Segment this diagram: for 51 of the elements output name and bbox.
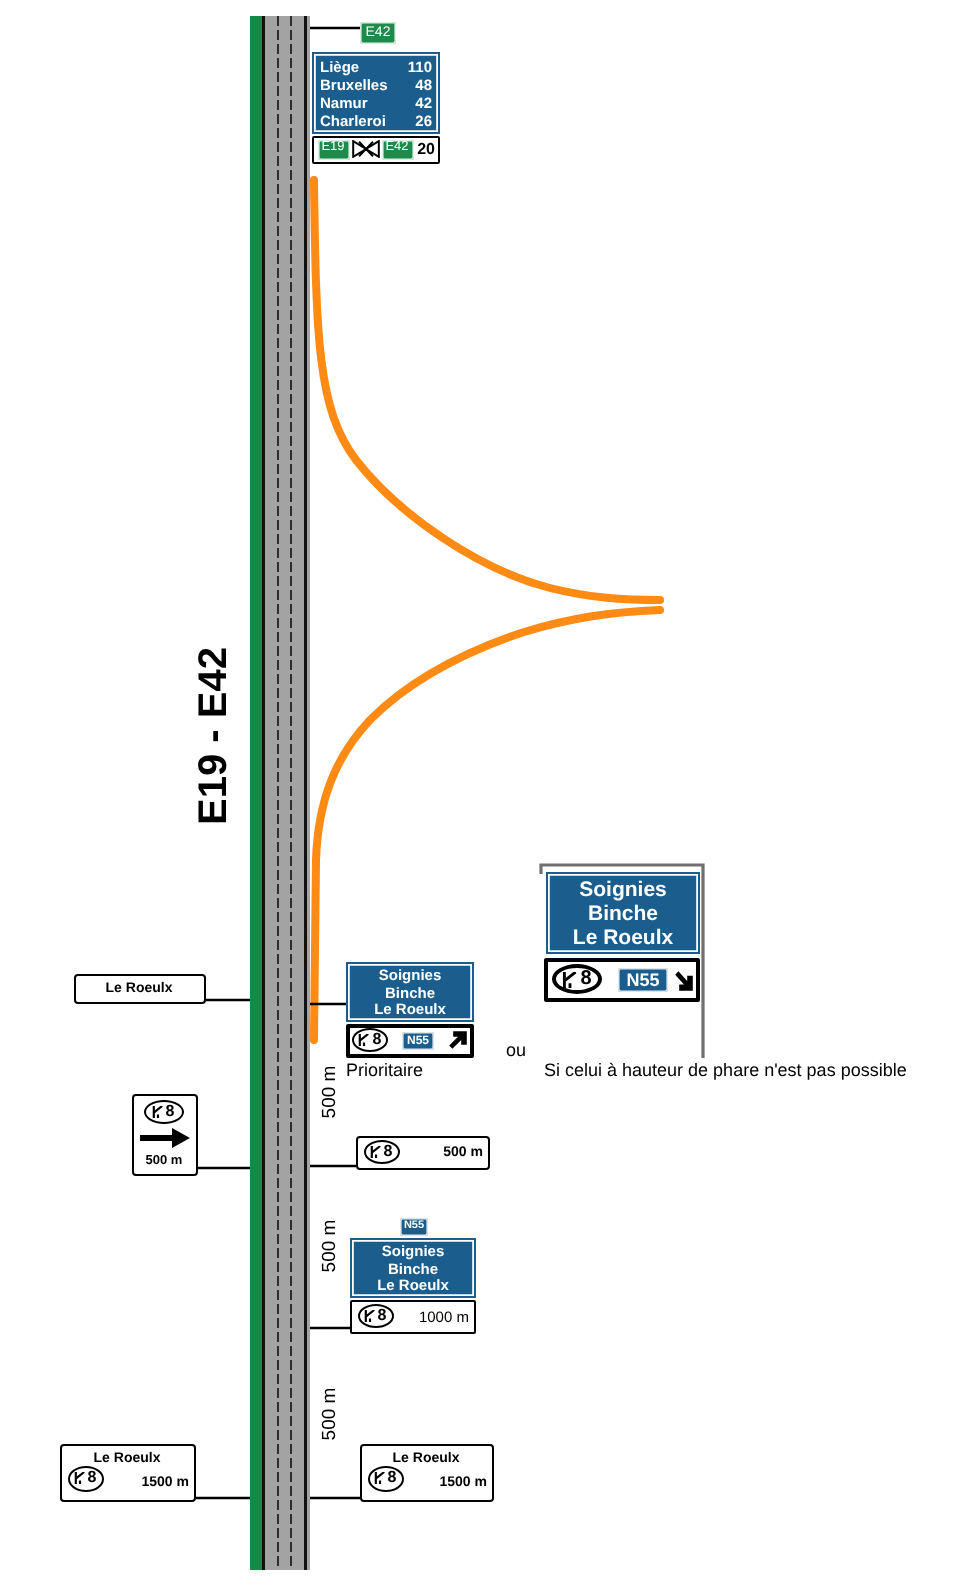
- distance-label: 500 m: [320, 1219, 340, 1273]
- route-number: N55: [626, 971, 660, 989]
- leader-line: [206, 998, 250, 1002]
- leader-line: [310, 1326, 350, 1330]
- place-name: Binche: [588, 904, 658, 925]
- exit-number: 8: [377, 1307, 387, 1323]
- exit-number-oval: [363, 1139, 399, 1163]
- sign-panel: [356, 1136, 490, 1170]
- exit-number-oval: [367, 1465, 403, 1491]
- exit-number-oval: [143, 1099, 183, 1123]
- note: ou: [506, 1041, 527, 1059]
- exit-number-oval: [67, 1465, 103, 1491]
- leader-line: [196, 1496, 250, 1500]
- note: Si celui à hauteur de phare n'est pas possible: [544, 1061, 907, 1079]
- exit-number: 8: [372, 1032, 382, 1048]
- place-name: Soignies: [579, 880, 667, 901]
- note: Prioritaire: [346, 1061, 424, 1079]
- route-tag: [402, 1032, 434, 1050]
- exit-number: 8: [387, 1470, 397, 1486]
- direction-sign: [546, 872, 700, 954]
- direction-sign: [312, 52, 440, 134]
- leader-line: [310, 1496, 360, 1500]
- exit-number-oval: [357, 1303, 393, 1327]
- sign-panel: [60, 1444, 196, 1502]
- motorway: [250, 16, 310, 1570]
- leader-line: [310, 1164, 356, 1168]
- sign-panel: [360, 1444, 494, 1502]
- exit-number: 8: [580, 969, 592, 989]
- exit-number: 8: [383, 1143, 393, 1159]
- place-name: Le Roeulx: [572, 928, 674, 949]
- direction-sign: [350, 1238, 476, 1298]
- sign-panel: [544, 958, 700, 1002]
- leader-line: [310, 1002, 346, 1006]
- exit-number-oval: [352, 1028, 388, 1052]
- route-tag: [360, 22, 396, 44]
- exit-number: 8: [165, 1103, 175, 1119]
- direction-sign: [346, 962, 474, 1022]
- route-tag: [618, 968, 668, 992]
- sign-panel: [346, 1024, 474, 1058]
- sign-panel: [350, 1300, 476, 1334]
- leader-line: [310, 26, 360, 30]
- distance: 20: [417, 141, 435, 157]
- road-name: E19 - E42: [194, 647, 234, 825]
- sign-panel: [74, 974, 206, 1004]
- leader-line: [198, 1166, 250, 1170]
- exit-number: 8: [87, 1470, 97, 1486]
- distance-label: 500 m: [320, 1387, 340, 1441]
- sign-panel: [132, 1094, 198, 1176]
- distance-label: 500 m: [320, 1065, 340, 1119]
- sign-panel: [312, 136, 440, 164]
- exit-number-oval: [552, 964, 602, 994]
